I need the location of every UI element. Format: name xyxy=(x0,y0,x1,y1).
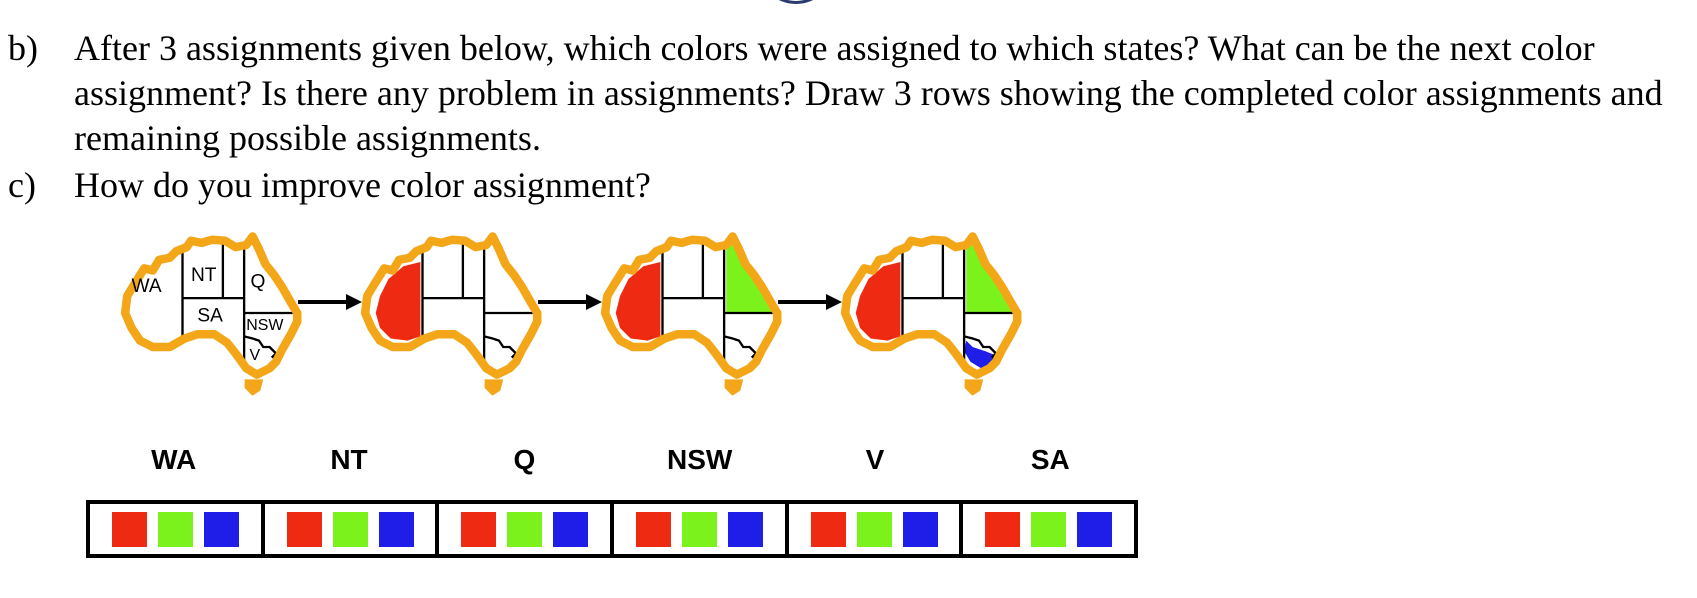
green-swatch xyxy=(856,511,892,547)
coastline xyxy=(600,232,782,379)
tasmania xyxy=(244,379,264,396)
coastline xyxy=(840,232,1022,379)
green-swatch xyxy=(1031,511,1067,547)
question-c-text: How do you improve color assignment? xyxy=(74,165,651,205)
blue-swatch xyxy=(727,511,763,547)
map-label-nt: NT xyxy=(191,265,217,286)
wa-region xyxy=(375,262,421,341)
domain-label-wa: WA xyxy=(151,444,197,475)
red-swatch xyxy=(286,511,322,547)
map-label-v: V xyxy=(249,347,260,364)
green-swatch xyxy=(157,511,193,547)
domain-cell-v xyxy=(789,504,964,554)
domain-label-sa: SA xyxy=(1030,444,1070,475)
green-swatch xyxy=(681,511,717,547)
map-label-sa: SA xyxy=(197,306,223,327)
v-region xyxy=(964,340,996,369)
domain-cell-sa xyxy=(963,504,1134,554)
domain-cell-nsw xyxy=(614,504,789,554)
domain-label-nsw: NSW xyxy=(666,444,733,475)
wa-region xyxy=(855,262,901,341)
australia-map-step-2 xyxy=(360,232,542,396)
red-swatch xyxy=(111,511,147,547)
domain-cell-wa xyxy=(90,504,265,554)
state-borders xyxy=(901,240,1018,369)
tasmania xyxy=(724,379,744,396)
red-swatch xyxy=(461,511,497,547)
state-borders xyxy=(661,240,778,369)
question-c: c) How do you improve color assignment? xyxy=(8,163,1688,208)
blue-swatch xyxy=(1077,511,1113,547)
domain-cell-q xyxy=(439,504,615,554)
question-c-letter: c) xyxy=(8,165,36,205)
red-swatch xyxy=(635,511,671,547)
blue-swatch xyxy=(378,511,414,547)
domain-cell-nt xyxy=(265,504,440,554)
map-label-q: Q xyxy=(251,272,266,293)
blue-swatch xyxy=(203,511,239,547)
map-label-wa: WA xyxy=(132,276,162,297)
domain-labels: WA NT Q NSW V SA xyxy=(86,442,1138,482)
question-b-letter: b) xyxy=(8,28,38,68)
wa-region xyxy=(615,262,661,341)
question-b: b) After 3 assignments given below, whic… xyxy=(8,26,1688,161)
arrow-icon xyxy=(298,294,362,310)
domain-table xyxy=(86,500,1138,558)
australia-map-step-3 xyxy=(600,232,782,396)
domain-label-v: V xyxy=(865,444,885,475)
map-label-nsw: NSW xyxy=(246,317,283,334)
domain-label-nt: NT xyxy=(330,444,368,475)
green-swatch xyxy=(507,511,543,547)
tasmania xyxy=(484,379,504,396)
australia-map-step-1: WA NT Q SA NSW V xyxy=(120,232,302,396)
australia-map-step-4 xyxy=(840,232,1022,396)
coastline xyxy=(120,232,302,379)
green-swatch xyxy=(332,511,368,547)
domain-label-q: Q xyxy=(513,444,536,475)
arrow-icon xyxy=(538,294,602,310)
question-b-text: After 3 assignments given below, which c… xyxy=(74,28,1663,158)
arrow-icon xyxy=(778,294,842,310)
tasmania xyxy=(964,379,984,396)
red-swatch xyxy=(985,511,1021,547)
red-swatch xyxy=(810,511,846,547)
blue-swatch xyxy=(902,511,938,547)
blue-swatch xyxy=(553,511,589,547)
coastline xyxy=(360,232,542,379)
